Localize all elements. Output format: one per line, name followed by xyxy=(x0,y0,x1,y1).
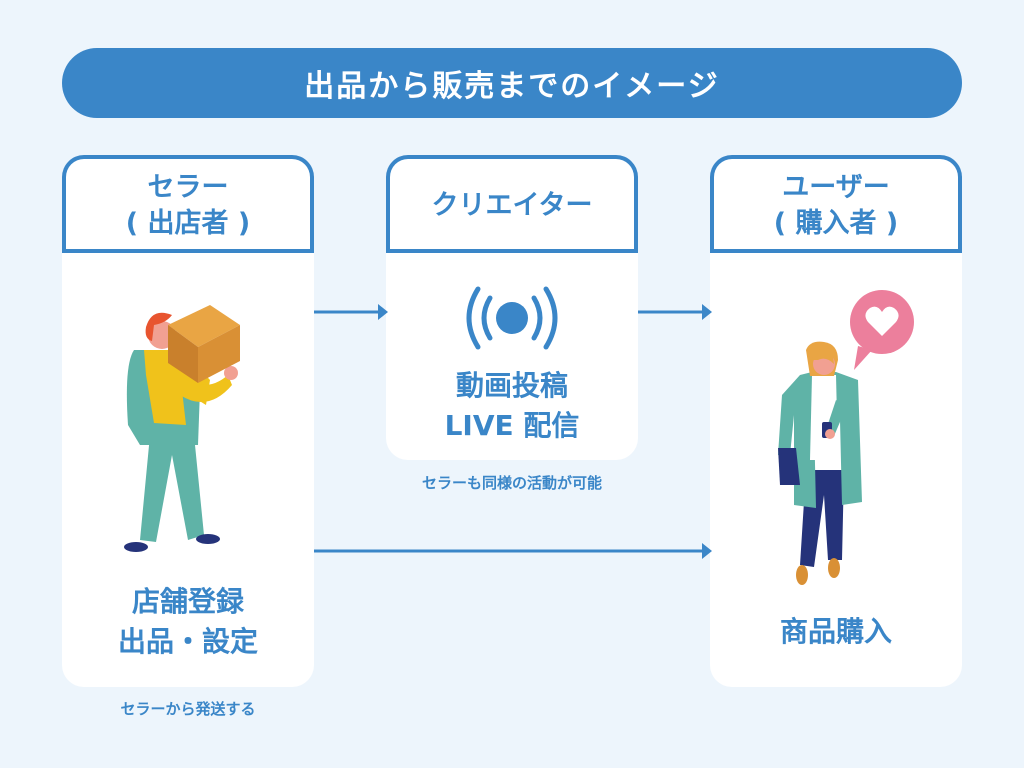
creator-heading-label: クリエイター xyxy=(431,190,593,221)
seller-heading-line2: ( 出店者 ) xyxy=(125,208,251,239)
arrow-seller-to-creator-icon xyxy=(314,304,388,320)
seller-action-line2: 出品・設定 xyxy=(117,625,258,658)
seller-action-text: 店舗登録 出品・設定 xyxy=(62,582,314,662)
creator-action-text: 動画投稿 LIVE 配信 xyxy=(386,366,638,446)
delivery-person-illustration xyxy=(124,305,240,552)
seller-heading: セラー ( 出店者 ) xyxy=(62,155,314,253)
shopper-illustration xyxy=(778,290,914,585)
arrow-creator-to-user-icon xyxy=(638,304,712,320)
seller-action-line1: 店舗登録 xyxy=(131,585,244,618)
creator-heading: クリエイター xyxy=(386,155,638,253)
user-heading-line2: ( 購入者 ) xyxy=(773,208,899,239)
seller-note: セラーから発送する xyxy=(120,700,256,718)
creator-action-line2: LIVE 配信 xyxy=(444,409,580,442)
creator-note: セラーも同様の活動が可能 xyxy=(421,474,602,492)
user-action-text: 商品購入 xyxy=(779,615,892,648)
arrow-seller-to-user-icon xyxy=(314,543,712,559)
user-heading-line1: ユーザー xyxy=(782,172,890,203)
user-heading: ユーザー ( 購入者 ) xyxy=(710,155,962,253)
diagram-title: 出品から販売までのイメージ xyxy=(62,48,962,118)
heart-bubble-icon xyxy=(850,290,914,370)
seller-heading-line1: セラー xyxy=(147,172,229,203)
creator-action-line1: 動画投稿 xyxy=(455,369,568,402)
live-broadcast-icon xyxy=(466,286,558,350)
